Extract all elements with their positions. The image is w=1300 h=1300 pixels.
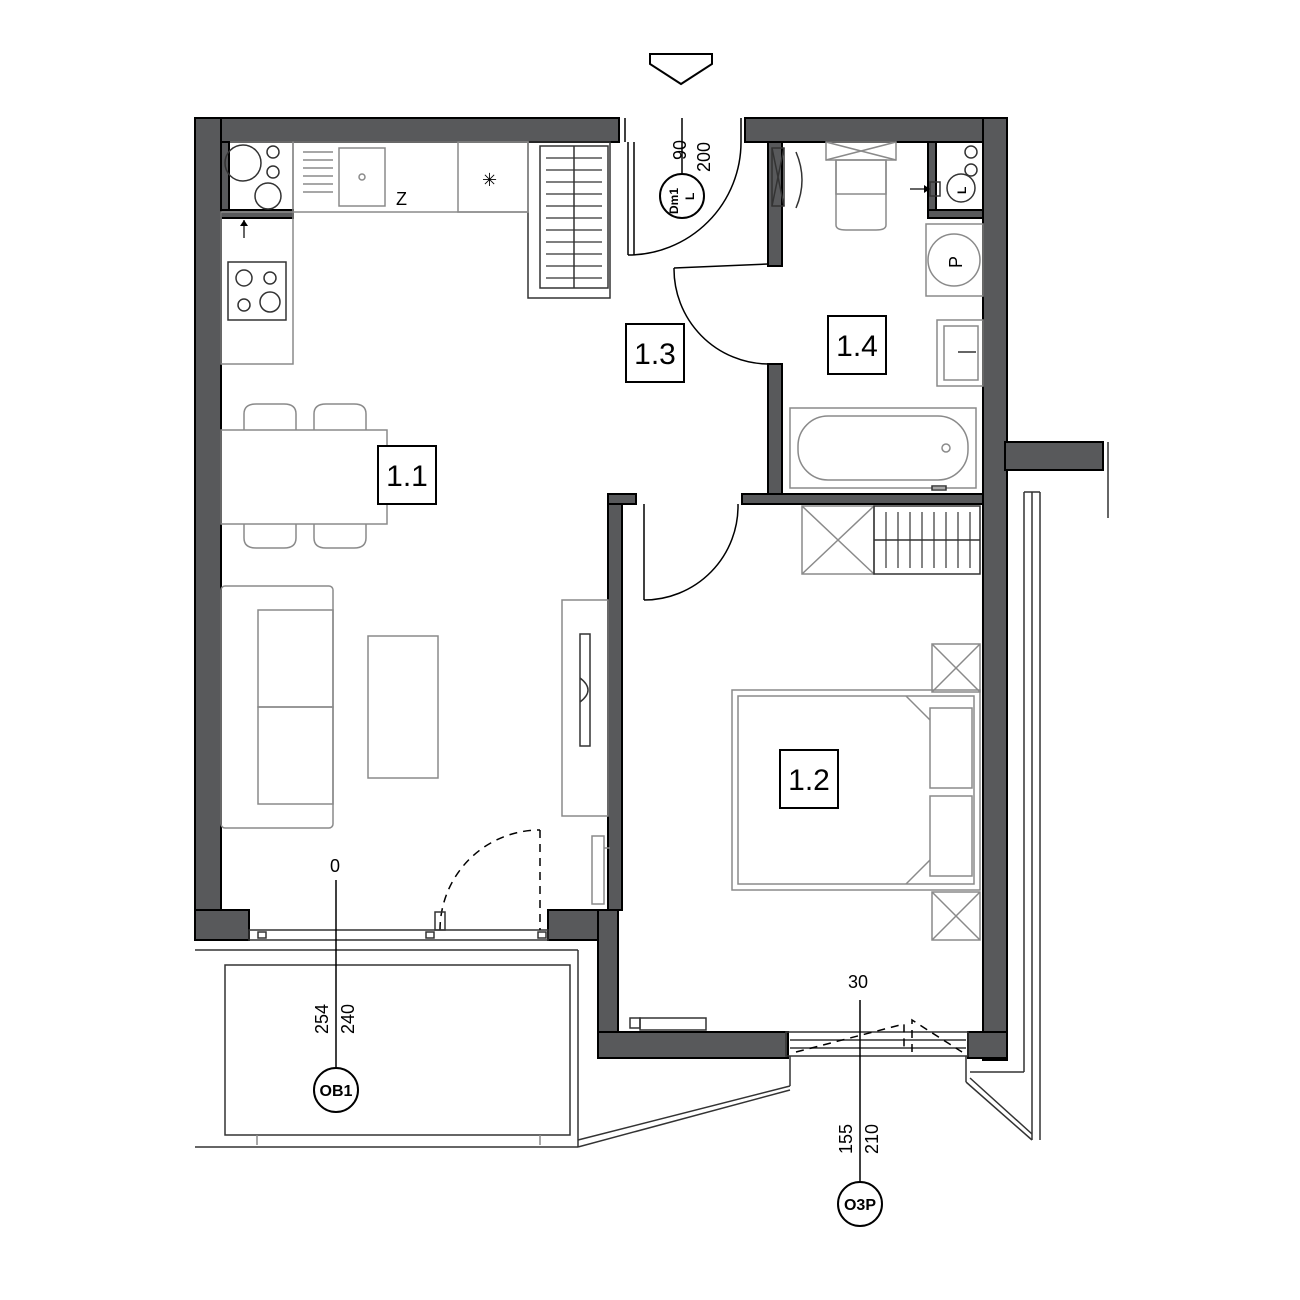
balcony-door	[248, 829, 549, 941]
entrance-arrow-icon	[649, 53, 713, 86]
sink-mark: Z	[396, 189, 407, 209]
bedroom-window	[785, 442, 1109, 1141]
wall-top-left	[194, 117, 620, 143]
wall-left	[194, 117, 222, 941]
entrance-door-width: 90	[670, 140, 690, 160]
entrance-door-height: 200	[694, 142, 714, 172]
bathtub-icon	[789, 407, 977, 489]
walls	[194, 117, 1104, 1061]
kitchen: Z ✳	[220, 141, 529, 365]
balcony-window-tag	[313, 1067, 359, 1113]
bedroom	[629, 505, 981, 1031]
bedroom-window-width: 155	[836, 1124, 856, 1154]
hall-doors	[643, 263, 769, 601]
wall-top-right	[744, 117, 1008, 143]
room-label-bedroom: 1.2	[788, 764, 830, 797]
bedroom-window-tag-label: O3P	[844, 1197, 876, 1214]
fridge-icon	[457, 141, 529, 213]
wall-bottom-bedroom	[597, 1031, 789, 1059]
svg-text:✳: ✳	[482, 170, 497, 190]
bed-icon	[731, 689, 981, 891]
washbasin-icon	[936, 319, 984, 387]
radiator-bedroom-icon	[639, 1017, 707, 1031]
room-label-bathroom-box	[827, 315, 887, 375]
room-label-hall: 1.3	[634, 338, 676, 371]
entrance-door-tag-side: L	[683, 193, 697, 200]
dining-table-icon	[220, 429, 388, 525]
boiler-tank-icon	[224, 144, 262, 182]
balcony	[195, 949, 791, 1148]
sink-icon	[338, 147, 386, 207]
entrance-door-tag	[659, 173, 705, 219]
room-label-bathroom: 1.4	[836, 330, 878, 363]
hall-wardrobe	[539, 145, 609, 289]
balcony-window-tag-label: OB1	[320, 1083, 353, 1100]
wall-right-stub	[1004, 441, 1104, 471]
room-label-living: 1.1	[386, 460, 428, 493]
toilet-icon	[835, 160, 887, 231]
bathroom: L P	[771, 141, 984, 491]
balcony-window-height: 240	[338, 1004, 358, 1034]
wall-right	[982, 117, 1008, 1061]
wall-bottom-bedroom-right	[967, 1031, 1008, 1059]
window-tags: 0 254 240 OB1 30 155 210 O3P	[312, 856, 883, 1227]
room-labels: 1.1 1.2 1.3 1.4	[377, 315, 887, 809]
radiator-living-icon	[591, 835, 605, 905]
tv-unit-icon	[561, 599, 609, 817]
partition-bedroom-top	[741, 493, 984, 505]
bedroom-window-tag	[837, 1181, 883, 1227]
entrance-door-tag-code: Dm1	[667, 188, 681, 214]
wall-bottom-left-stub	[194, 909, 250, 941]
boiler-icon	[946, 173, 976, 203]
svg-text:L: L	[955, 187, 969, 194]
wardrobe-hall-frame	[527, 141, 611, 299]
hob-icon	[220, 211, 294, 365]
dining	[220, 403, 388, 549]
room-label-hall-box	[625, 323, 685, 383]
room-label-bedroom-box	[779, 749, 839, 809]
washer-icon	[927, 233, 981, 287]
balcony-window-sill: 0	[330, 856, 340, 876]
bedroom-window-sill: 30	[848, 972, 868, 992]
entrance: 90 200 Dm1 L	[624, 53, 742, 256]
coffee-table-icon	[367, 635, 439, 779]
partition-bath-left-lower	[767, 363, 783, 505]
svg-text:P: P	[946, 256, 966, 268]
living-furniture	[220, 585, 610, 905]
balcony-window-width: 254	[312, 1004, 332, 1034]
bedroom-window-height: 210	[862, 1124, 882, 1154]
room-label-living-box	[377, 445, 437, 505]
partition-living-bedroom	[607, 493, 623, 911]
partition-bedroom-top-left	[607, 493, 637, 505]
